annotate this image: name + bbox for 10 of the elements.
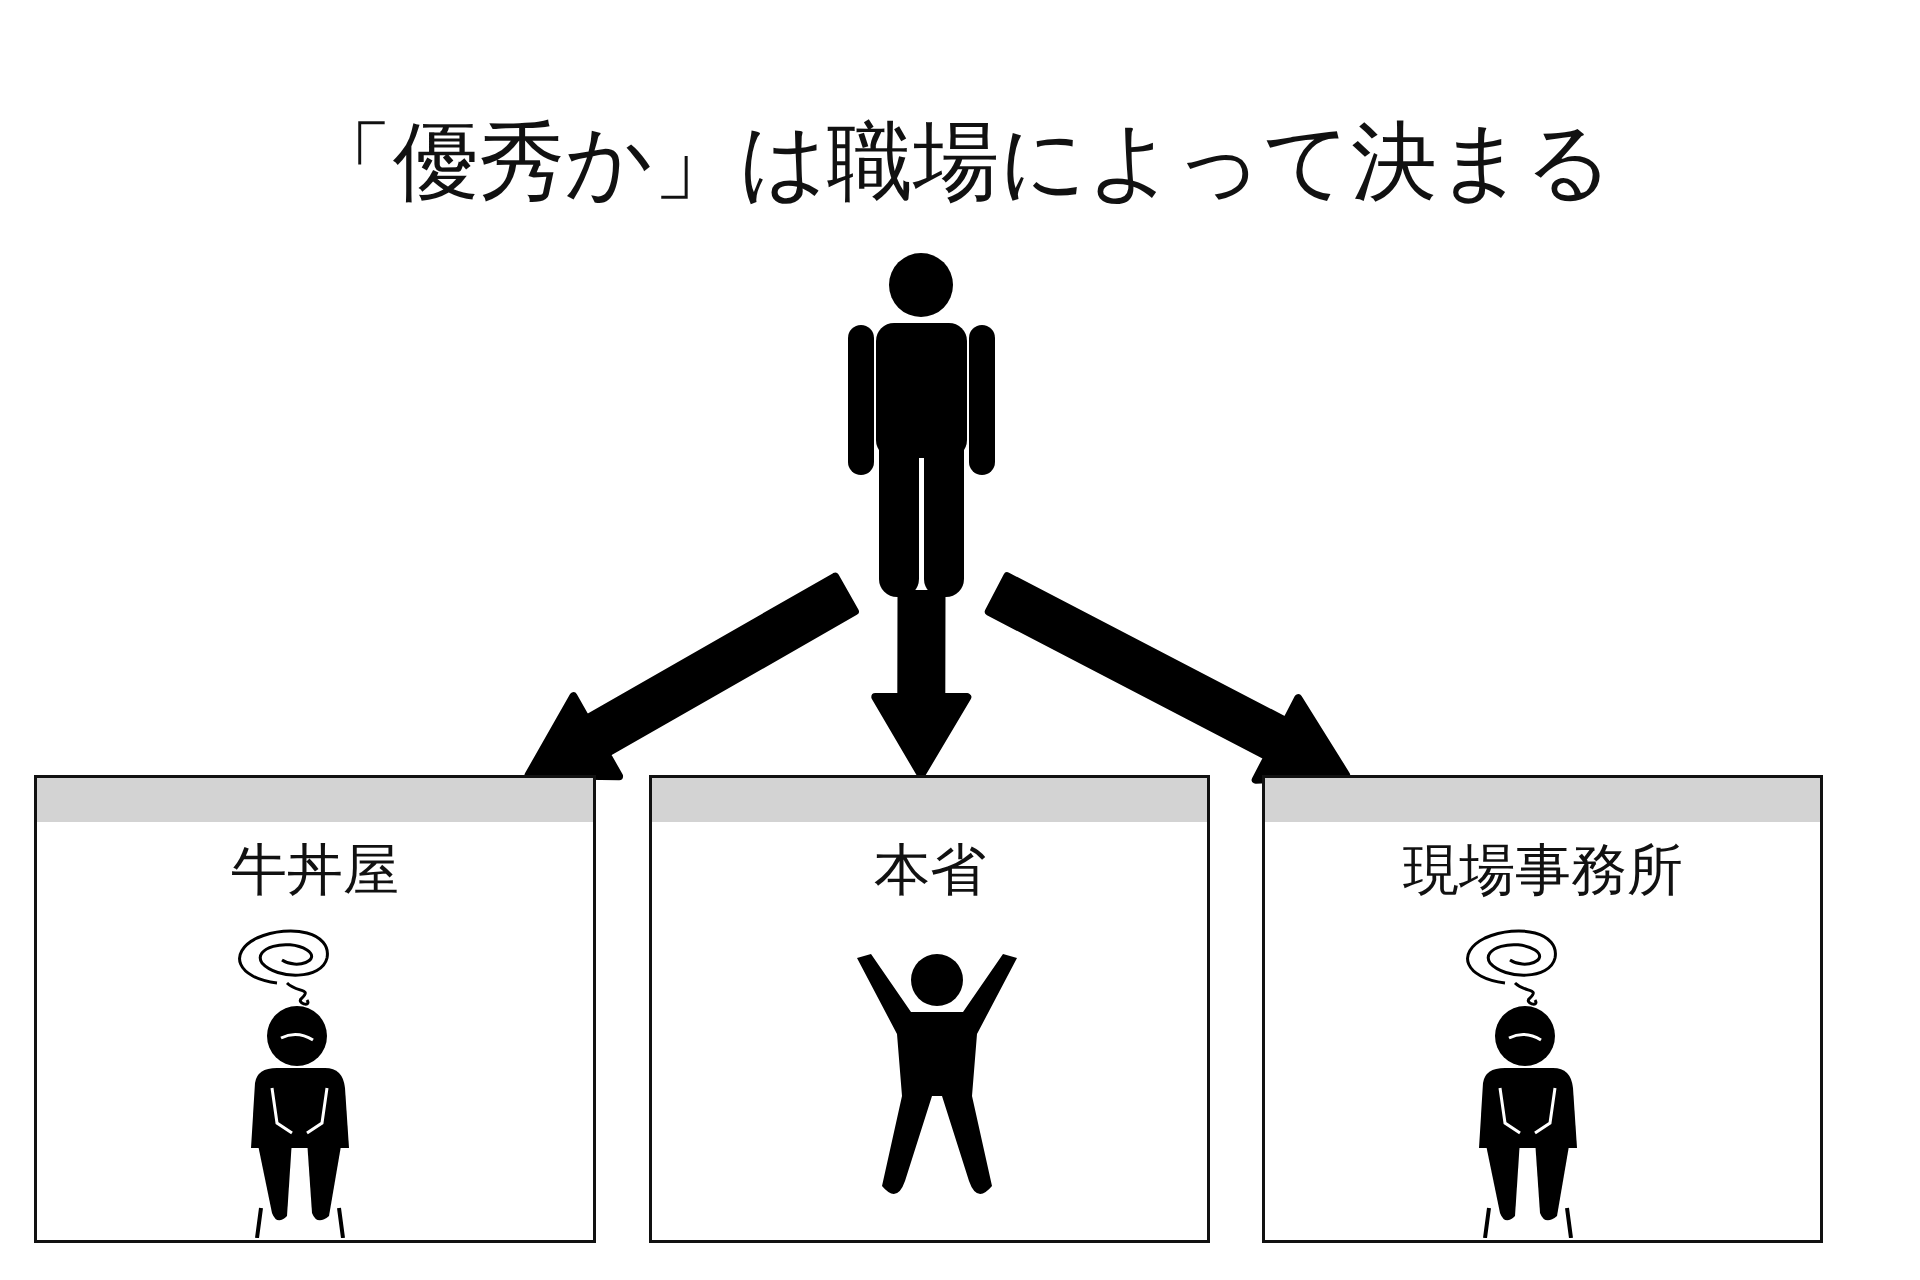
workplace-label: 現場事務所 <box>1401 836 1684 904</box>
workplace-panel <box>34 775 596 1243</box>
block-arrow <box>524 572 859 781</box>
workplace-panel <box>649 775 1210 1243</box>
block-arrow <box>984 572 1351 784</box>
workplace-label: 牛丼屋 <box>230 836 400 904</box>
workplace-label: 本省 <box>872 836 987 904</box>
standing-person-figure <box>845 251 998 600</box>
diagram-title: 「優秀か」は職場によって決まる <box>306 110 1614 213</box>
workplace-panel <box>1262 775 1823 1243</box>
